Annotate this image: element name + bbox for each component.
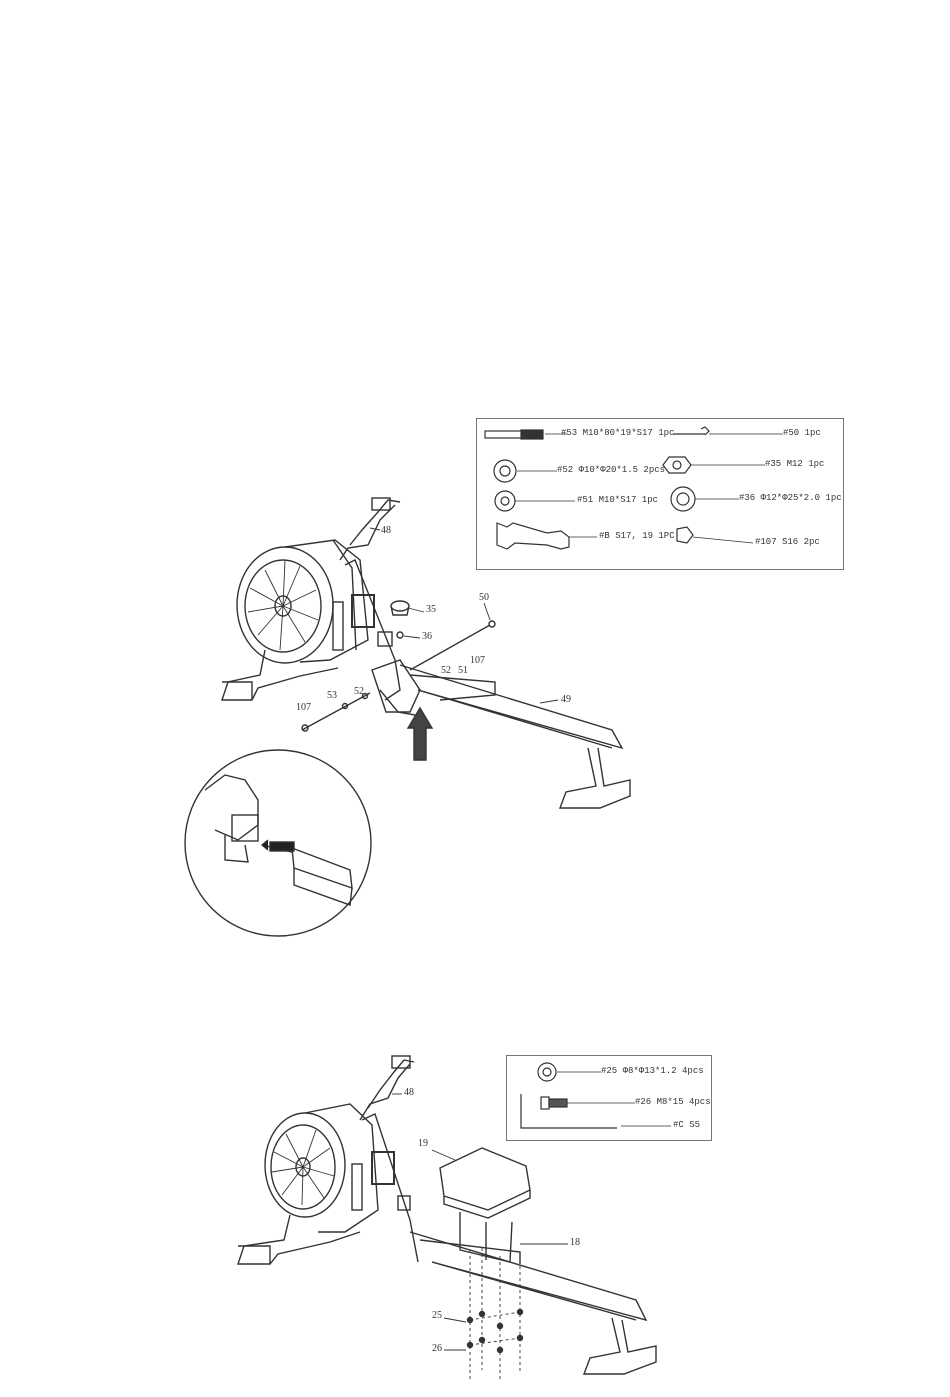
callout-25: 25 — [432, 1310, 442, 1321]
callout-48-step2: 48 — [404, 1087, 414, 1098]
hardware-label-26: #26 M8*15 4pcs — [635, 1097, 711, 1107]
callout-26: 26 — [432, 1343, 442, 1354]
callout-19: 19 — [418, 1138, 428, 1149]
hardware-label-c: #C S5 — [673, 1120, 700, 1130]
seat-cushion — [440, 1148, 530, 1210]
callout-18: 18 — [570, 1237, 580, 1248]
step2-hardware-box: #25 Φ8*Φ13*1.2 4pcs #26 M8*15 4pcs #C S5 — [506, 1055, 712, 1141]
hardware-label-25: #25 Φ8*Φ13*1.2 4pcs — [601, 1066, 704, 1076]
